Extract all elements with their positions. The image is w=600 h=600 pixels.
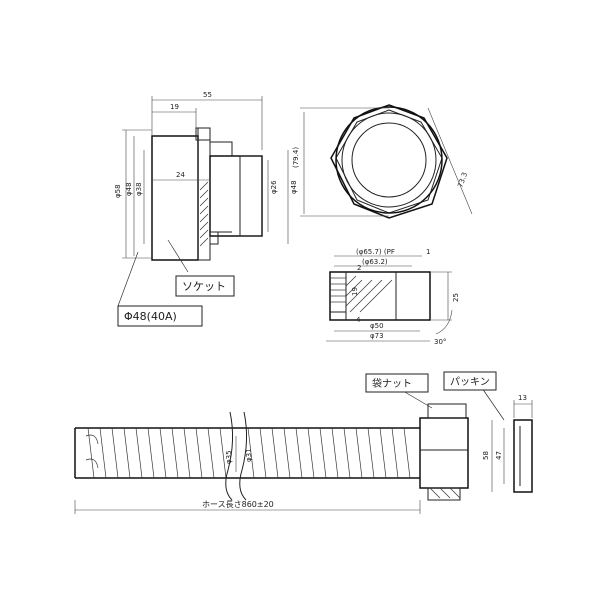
dim-58-packing-label: 58	[482, 451, 490, 460]
dim-38-label: φ38	[135, 182, 143, 196]
pipe-size-callout: Φ48(40A)	[117, 305, 203, 327]
dim-24-label: 24	[176, 171, 185, 179]
hose-length-label: ホース長さ860±20	[202, 500, 274, 509]
dim-pf-1-label: 1	[426, 248, 430, 256]
dim-50-label: φ50	[370, 322, 384, 330]
socket-label: ソケット	[182, 280, 226, 293]
dim-657-label: (φ65.7) (PF	[356, 248, 395, 256]
pipe-size-label: Φ48(40A)	[124, 310, 177, 323]
dim-58-label: φ58	[114, 184, 122, 198]
bag-nut-label: 袋ナット	[372, 377, 412, 390]
dim-632-label: (φ63.2)	[362, 258, 388, 266]
dim-19-nut-label: 19	[351, 287, 359, 296]
dim-19-label: 19	[170, 103, 179, 111]
dim-4-label: 4	[356, 316, 361, 324]
dim-48-right-label: φ48	[290, 180, 298, 194]
dim-55-label: 55	[203, 91, 212, 99]
dim-25-label: 25	[452, 293, 460, 302]
socket-flange-hatch	[199, 181, 209, 247]
packing-callout: パッキン	[443, 371, 497, 391]
hose-assembly: φ35 φ31 ホース長さ860±20	[74, 387, 505, 514]
dim-hose-31-label: φ31	[245, 448, 253, 462]
dim-26-label: φ26	[270, 180, 278, 194]
dim-hose-35-label: φ35	[225, 450, 233, 464]
dim-48-left-label: φ48	[125, 182, 133, 196]
packing-label: パッキン	[450, 376, 490, 388]
dim-13-label: 13	[518, 394, 527, 402]
dim-73-label: 73.3	[456, 171, 469, 188]
nut-section-view: (φ65.7) (PF 1 (φ63.2) 2 19 4 25 φ50 φ73 …	[326, 248, 460, 346]
dim-79-label: (79.4)	[292, 147, 300, 168]
hose-corrugation	[85, 427, 411, 479]
dim-2-label: 2	[357, 264, 361, 272]
dim-47-label: 47	[495, 451, 503, 460]
socket-callout: ソケット	[175, 275, 235, 297]
bag-nut-callout: 袋ナット	[365, 373, 429, 393]
socket-side-view: 55 19 24	[114, 91, 298, 307]
hex-nut-front-view: (79.4) 73.3	[292, 104, 473, 219]
dim-30deg-label: 30°	[434, 338, 446, 346]
packing-detail: 13 58 47	[482, 394, 533, 493]
dim-73-nut-label: φ73	[370, 332, 384, 340]
